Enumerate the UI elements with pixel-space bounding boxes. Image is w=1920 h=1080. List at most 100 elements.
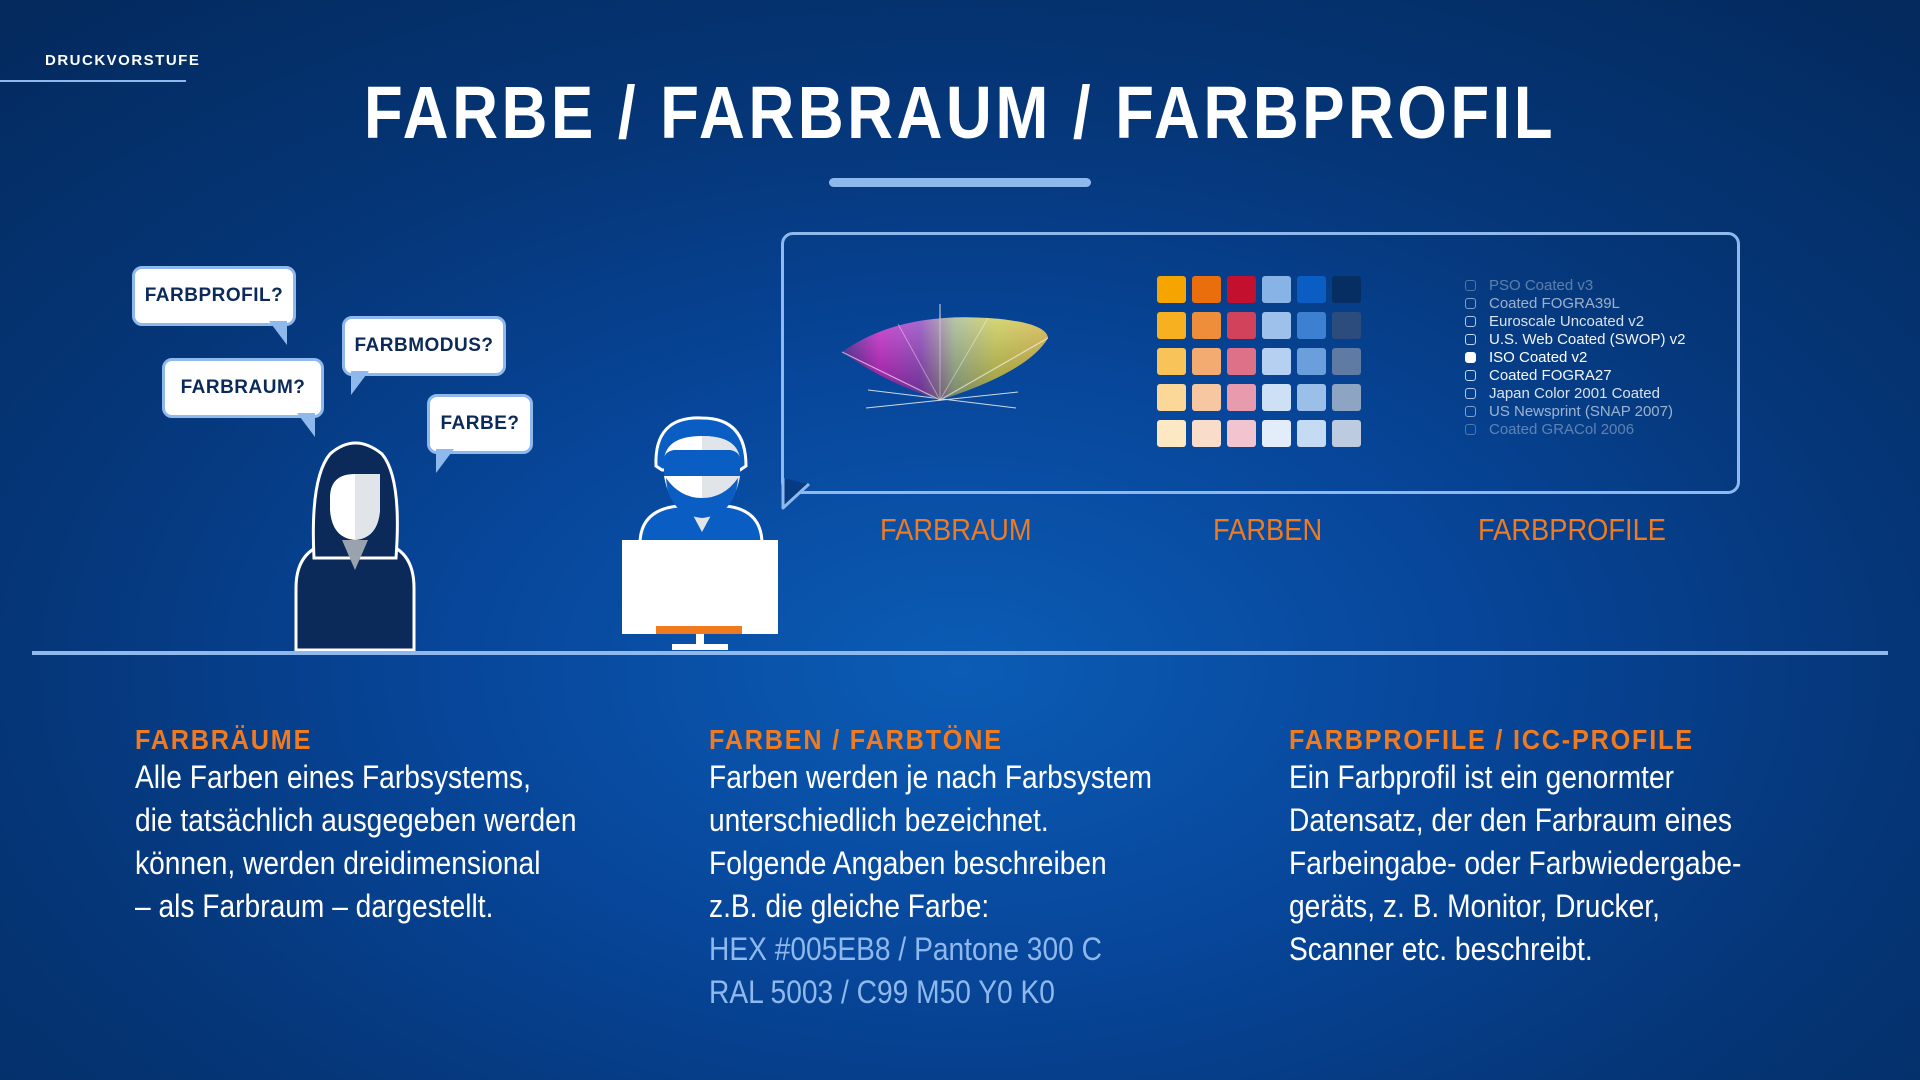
bubble-farbraum-text: FARBRAUM? (180, 377, 306, 398)
color-swatch (1262, 348, 1291, 375)
column-line: – als Farbraum – dargestellt. (135, 888, 494, 924)
title-underline (829, 178, 1091, 187)
page-title: FARBE / FARBRAUM / FARBPROFIL (363, 71, 1557, 154)
color-swatch (1297, 420, 1326, 447)
color-swatch (1297, 384, 1326, 411)
column-line: Scanner etc. beschreibt. (1289, 931, 1593, 967)
profile-checkbox[interactable] (1465, 387, 1476, 399)
profile-checkbox[interactable] (1465, 369, 1476, 381)
profile-label: Coated FOGRA39L (1489, 294, 1620, 312)
profile-label: US Newsprint (SNAP 2007) (1489, 402, 1673, 420)
bubble-tail (351, 371, 369, 395)
bubble-farbprofil-text: FARBPROFIL? (144, 285, 284, 306)
column-heading: FARBRÄUME (135, 724, 313, 755)
bubble-farbmodus-text: FARBMODUS? (354, 335, 494, 356)
color-swatch (1157, 348, 1186, 375)
man-at-computer-icon (622, 416, 778, 650)
label-farben: FARBEN (1213, 512, 1323, 547)
profile-label: PSO Coated v3 (1489, 276, 1594, 294)
color-swatch (1262, 384, 1291, 411)
color-code-line: HEX #005EB8 / Pantone 300 C (709, 931, 1102, 967)
profile-item[interactable]: PSO Coated v3 (1465, 276, 1685, 294)
bubble-tail (269, 321, 287, 345)
column-farbprofile: FARBPROFILE / ICC-PROFILE Ein Farbprofil… (1289, 724, 1849, 971)
section-tag: DRUCKVORSTUFE (45, 52, 201, 69)
bubble-farbprofil: FARBPROFIL? (132, 266, 296, 345)
color-swatch (1262, 276, 1291, 303)
column-line: Ein Farbprofil ist ein genormter (1289, 759, 1675, 795)
color-swatch (1332, 312, 1361, 339)
color-swatch (1297, 276, 1326, 303)
color-swatch (1192, 420, 1221, 447)
profile-checkbox[interactable] (1465, 279, 1476, 291)
ground-line (32, 651, 1888, 655)
column-farbraeume: FARBRÄUME Alle Farben eines Farbsystems,… (135, 724, 695, 928)
color-swatch (1262, 420, 1291, 447)
color-swatch (1157, 276, 1186, 303)
color-swatch (1192, 312, 1221, 339)
color-swatch (1192, 276, 1221, 303)
profile-checkbox[interactable] (1465, 333, 1476, 345)
column-line: Alle Farben eines Farbsystems, (135, 759, 531, 795)
profile-label: U.S. Web Coated (SWOP) v2 (1489, 330, 1686, 348)
color-swatch (1157, 384, 1186, 411)
column-line: unterschiedlich bezeichnet. (709, 802, 1049, 838)
profile-item[interactable]: ISO Coated v2 (1465, 348, 1685, 366)
color-swatch (1332, 348, 1361, 375)
profile-checkbox[interactable] (1465, 423, 1476, 435)
panel-tail (781, 478, 811, 510)
profile-item[interactable]: Coated FOGRA27 (1465, 366, 1685, 384)
column-line: Farben werden je nach Farbsystem (709, 759, 1152, 795)
color-swatch (1157, 420, 1186, 447)
color-swatch (1332, 420, 1361, 447)
label-farbprofile: FARBPROFILE (1478, 512, 1666, 547)
profile-item[interactable]: U.S. Web Coated (SWOP) v2 (1465, 330, 1685, 348)
section-underline (0, 80, 186, 82)
profile-label: Coated FOGRA27 (1489, 366, 1612, 384)
profile-checkbox[interactable] (1465, 351, 1476, 363)
color-swatch (1332, 384, 1361, 411)
profile-label: Euroscale Uncoated v2 (1489, 312, 1645, 330)
column-line: Folgende Angaben beschreiben (709, 845, 1107, 881)
color-swatch (1227, 384, 1256, 411)
profile-checkbox[interactable] (1465, 405, 1476, 417)
profile-item[interactable]: Euroscale Uncoated v2 (1465, 312, 1685, 330)
bubble-farbraum: FARBRAUM? (162, 358, 324, 437)
profile-checkbox[interactable] (1465, 297, 1476, 309)
color-swatch (1227, 348, 1256, 375)
profile-item[interactable]: Coated FOGRA39L (1465, 294, 1685, 312)
profile-label: Japan Color 2001 Coated (1489, 384, 1660, 402)
color-swatch (1192, 348, 1221, 375)
column-line: z.B. die gleiche Farbe: (709, 888, 990, 924)
profile-label: ISO Coated v2 (1489, 348, 1588, 366)
column-line: geräts, z. B. Monitor, Drucker, (1289, 888, 1660, 924)
profile-item[interactable]: US Newsprint (SNAP 2007) (1465, 402, 1685, 420)
bubble-farbe: FARBE? (427, 394, 533, 473)
color-swatch (1227, 276, 1256, 303)
bubble-tail (297, 413, 315, 437)
color-swatch (1227, 420, 1256, 447)
profile-item[interactable]: Coated GRACol 2006 (1465, 420, 1685, 438)
color-swatch (1297, 348, 1326, 375)
color-swatch (1297, 312, 1326, 339)
column-line: die tatsächlich ausgegeben werden (135, 802, 577, 838)
color-swatch (1262, 312, 1291, 339)
color-code-line: RAL 5003 / C99 M50 Y0 K0 (709, 974, 1055, 1010)
bubble-tail (436, 449, 454, 473)
column-heading: FARBPROFILE / ICC-PROFILE (1289, 724, 1694, 755)
profile-checkbox[interactable] (1465, 315, 1476, 327)
label-farbraum: FARBRAUM (880, 512, 1032, 547)
color-swatch (1157, 312, 1186, 339)
column-heading: FARBEN / FARBTÖNE (709, 724, 1003, 755)
color-gamut-3d-icon (841, 304, 1049, 409)
column-farben: FARBEN / FARBTÖNE Farben werden je nach … (709, 724, 1269, 1014)
bubble-farbe-text: FARBE? (440, 413, 520, 434)
column-line: können, werden dreidimensional (135, 845, 541, 881)
profile-label: Coated GRACol 2006 (1489, 420, 1635, 438)
color-swatch (1332, 276, 1361, 303)
column-line: Datensatz, der den Farbraum eines (1289, 802, 1732, 838)
info-panel (781, 232, 1740, 494)
color-swatch (1227, 312, 1256, 339)
profile-item[interactable]: Japan Color 2001 Coated (1465, 384, 1685, 402)
